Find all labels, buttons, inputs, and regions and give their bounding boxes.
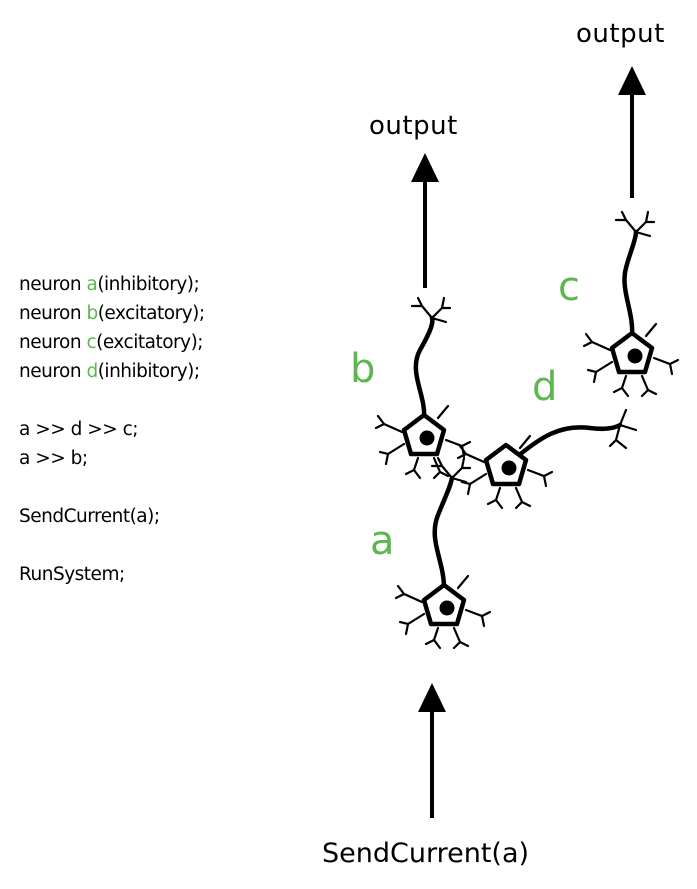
- neuron-label-d: d: [532, 364, 557, 410]
- code-line-chain-adc: a >> d >> c;: [19, 419, 139, 440]
- neuron-name-a: a: [86, 274, 98, 295]
- neuron-name-c: c: [86, 332, 97, 353]
- code-line-send-current: SendCurrent(a);: [19, 506, 160, 527]
- neuron-label-b: b: [350, 346, 375, 392]
- code-line-chain-ab: a >> b;: [19, 448, 88, 469]
- code-listing: neuron a(inhibitory); neuron b(excitator…: [19, 270, 205, 589]
- neuron-label-a: a: [370, 518, 395, 564]
- input-arrow: [418, 683, 446, 818]
- code-line-neuron-a: neuron a(inhibitory);: [19, 274, 200, 295]
- neuron-b: [376, 296, 470, 478]
- neuron-name-d: d: [86, 361, 98, 382]
- code-line-neuron-d: neuron d(inhibitory);: [19, 361, 200, 382]
- output-arrow-b: [411, 153, 439, 288]
- output-label-b: output: [369, 111, 458, 141]
- output-label-c: output: [576, 19, 665, 49]
- neuron-a: [396, 456, 490, 648]
- output-arrow-c: [618, 66, 646, 198]
- neuron-label-c: c: [558, 264, 580, 310]
- neuron-name-b: b: [86, 303, 98, 324]
- neuron-c: [584, 210, 678, 396]
- code-line-neuron-b: neuron b(excitatory);: [19, 303, 205, 324]
- send-current-label: SendCurrent(a): [322, 838, 529, 869]
- code-line-neuron-c: neuron c(excitatory);: [19, 332, 204, 353]
- neuron-d: [458, 408, 638, 508]
- code-line-run-system: RunSystem;: [19, 564, 125, 585]
